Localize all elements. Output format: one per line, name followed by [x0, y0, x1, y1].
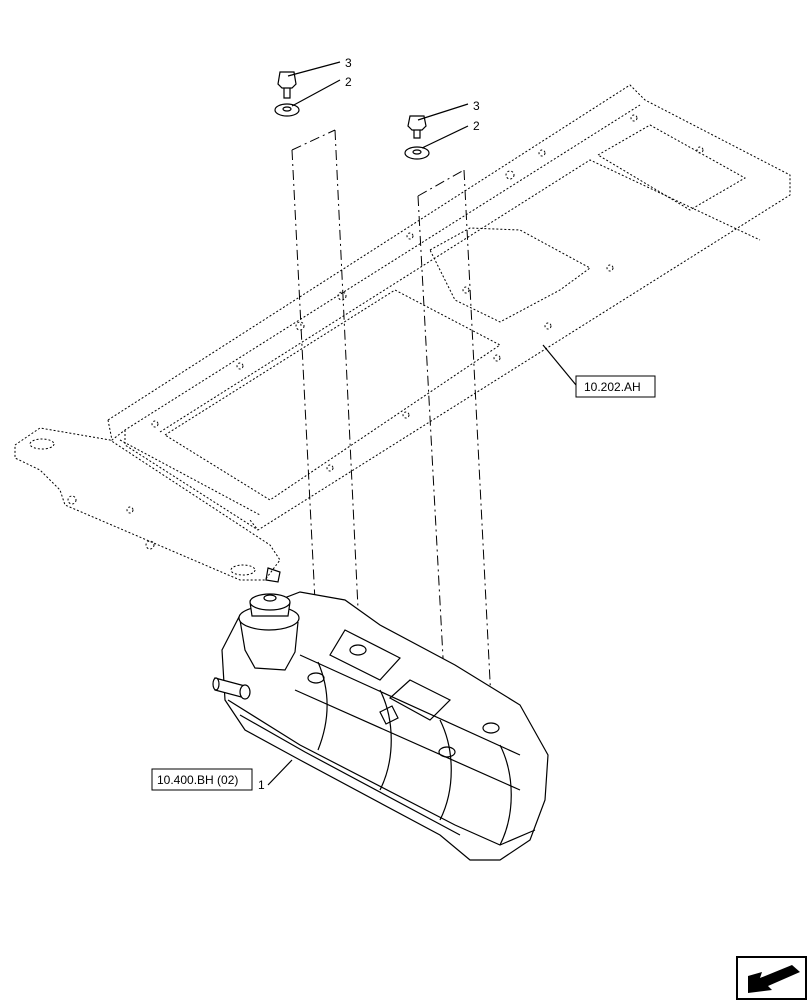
bolt-right — [407, 115, 427, 139]
callout-bolt-right: 3 — [473, 99, 480, 113]
bolt-left — [277, 71, 297, 99]
mounting-frame — [14, 84, 791, 583]
assembly-lines — [291, 129, 493, 751]
expansion-tank — [212, 591, 549, 861]
washer-right — [404, 146, 430, 160]
arrow-down-left-icon[interactable] — [736, 956, 807, 1000]
tank-reference-box[interactable] — [151, 768, 253, 791]
frame-reference-box[interactable] — [575, 375, 656, 398]
washer-left — [274, 103, 300, 117]
callout-bolt-left: 3 — [345, 56, 352, 70]
callout-tank: 1 — [258, 778, 265, 792]
callout-washer-left: 2 — [345, 75, 352, 89]
frame-reference-link[interactable]: 10.202.AH — [584, 380, 641, 394]
tank-reference-link[interactable]: 10.400.BH (02) — [157, 773, 238, 787]
callout-washer-right: 2 — [473, 119, 480, 133]
